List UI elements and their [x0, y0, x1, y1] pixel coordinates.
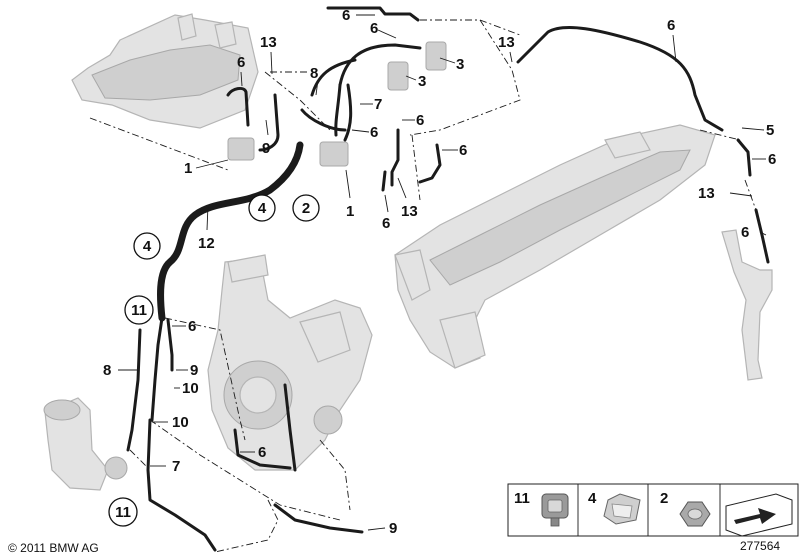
solenoid-1-left	[227, 137, 255, 161]
callout-6: 6	[768, 151, 776, 168]
callout-6: 6	[188, 318, 196, 335]
callout-6: 6	[237, 54, 245, 71]
callout-10: 10	[172, 414, 189, 431]
solenoid-valves	[227, 41, 447, 167]
hose-clamp-icon	[541, 493, 569, 527]
leader-lines	[118, 14, 767, 531]
callout-4-circled: 4	[143, 238, 152, 255]
solenoid-3-upper	[425, 41, 447, 71]
callout-9: 9	[190, 362, 198, 379]
callout-6: 6	[370, 20, 378, 37]
hose-12	[156, 141, 304, 322]
callout-6: 6	[258, 444, 266, 461]
callout-4-circled: 4	[258, 200, 267, 217]
turbocharger	[207, 254, 373, 471]
legend-num-2: 2	[660, 490, 668, 507]
air-pipe-right	[721, 229, 773, 381]
solenoid-1-right	[319, 141, 349, 167]
callout-6: 6	[459, 142, 467, 159]
callout-13: 13	[498, 34, 515, 51]
hose-6-d	[390, 128, 400, 187]
hose-6-i	[166, 318, 174, 372]
intake-manifold-right	[394, 124, 716, 369]
callout-12: 12	[198, 235, 215, 252]
circled-callouts: 2 4 4 11 11	[108, 194, 320, 527]
callout-3: 3	[456, 56, 464, 73]
arrow-plate-icon	[725, 493, 793, 537]
vacuum-hoses	[126, 6, 770, 552]
callout-6: 6	[382, 215, 390, 232]
callout-13: 13	[260, 34, 277, 51]
intake-manifold-top-left	[71, 13, 259, 129]
callout-6: 6	[416, 112, 424, 129]
hose-7-lower	[146, 418, 217, 552]
callout-numbers: 6 6 13 6 8 3 3 13 6 7 6 6 6 5 6 9 1 1 13…	[103, 7, 776, 537]
hose-6-j	[233, 428, 292, 470]
callout-8: 8	[310, 65, 318, 82]
callout-6: 6	[370, 124, 378, 141]
callout-13: 13	[401, 203, 418, 220]
callout-10: 10	[182, 380, 199, 397]
hose-6-a	[226, 86, 250, 127]
callout-3: 3	[418, 73, 426, 90]
callout-6: 6	[667, 17, 675, 34]
hex-nut-icon	[679, 501, 711, 527]
hose-8-lower	[150, 316, 164, 422]
callout-11-circled: 11	[131, 302, 147, 319]
hose-6-h	[754, 208, 770, 264]
hose-6-f	[736, 138, 752, 177]
callout-8: 8	[103, 362, 111, 379]
dash-dot-guides	[89, 19, 757, 553]
callout-6: 6	[741, 224, 749, 241]
callout-13: 13	[698, 185, 715, 202]
callout-9: 9	[262, 140, 270, 157]
hose-6-b	[338, 43, 422, 87]
hose-9-lower	[273, 503, 364, 534]
hose-6-right	[516, 25, 724, 132]
intake-elbow-left	[43, 397, 128, 491]
diagram-id: 277564	[740, 539, 780, 553]
solenoid-3-lower	[387, 61, 409, 91]
clip-icon	[603, 493, 641, 525]
legend-num-4: 4	[588, 490, 597, 507]
copyright-text: © 2011 BMW AG	[8, 541, 99, 555]
callout-2-circled: 2	[302, 200, 310, 217]
small-parts-legend: 11 4 2	[507, 483, 799, 537]
callout-11-circled: 11	[115, 504, 131, 521]
callout-1: 1	[184, 160, 192, 177]
hose-6-top	[326, 6, 420, 22]
callout-7: 7	[374, 96, 382, 113]
legend-num-11: 11	[514, 490, 530, 507]
callout-9: 9	[389, 520, 397, 537]
callout-6: 6	[342, 7, 350, 24]
callout-7: 7	[172, 458, 180, 475]
callout-5: 5	[766, 122, 774, 139]
hose-6-e	[418, 143, 442, 184]
callout-1: 1	[346, 203, 354, 220]
